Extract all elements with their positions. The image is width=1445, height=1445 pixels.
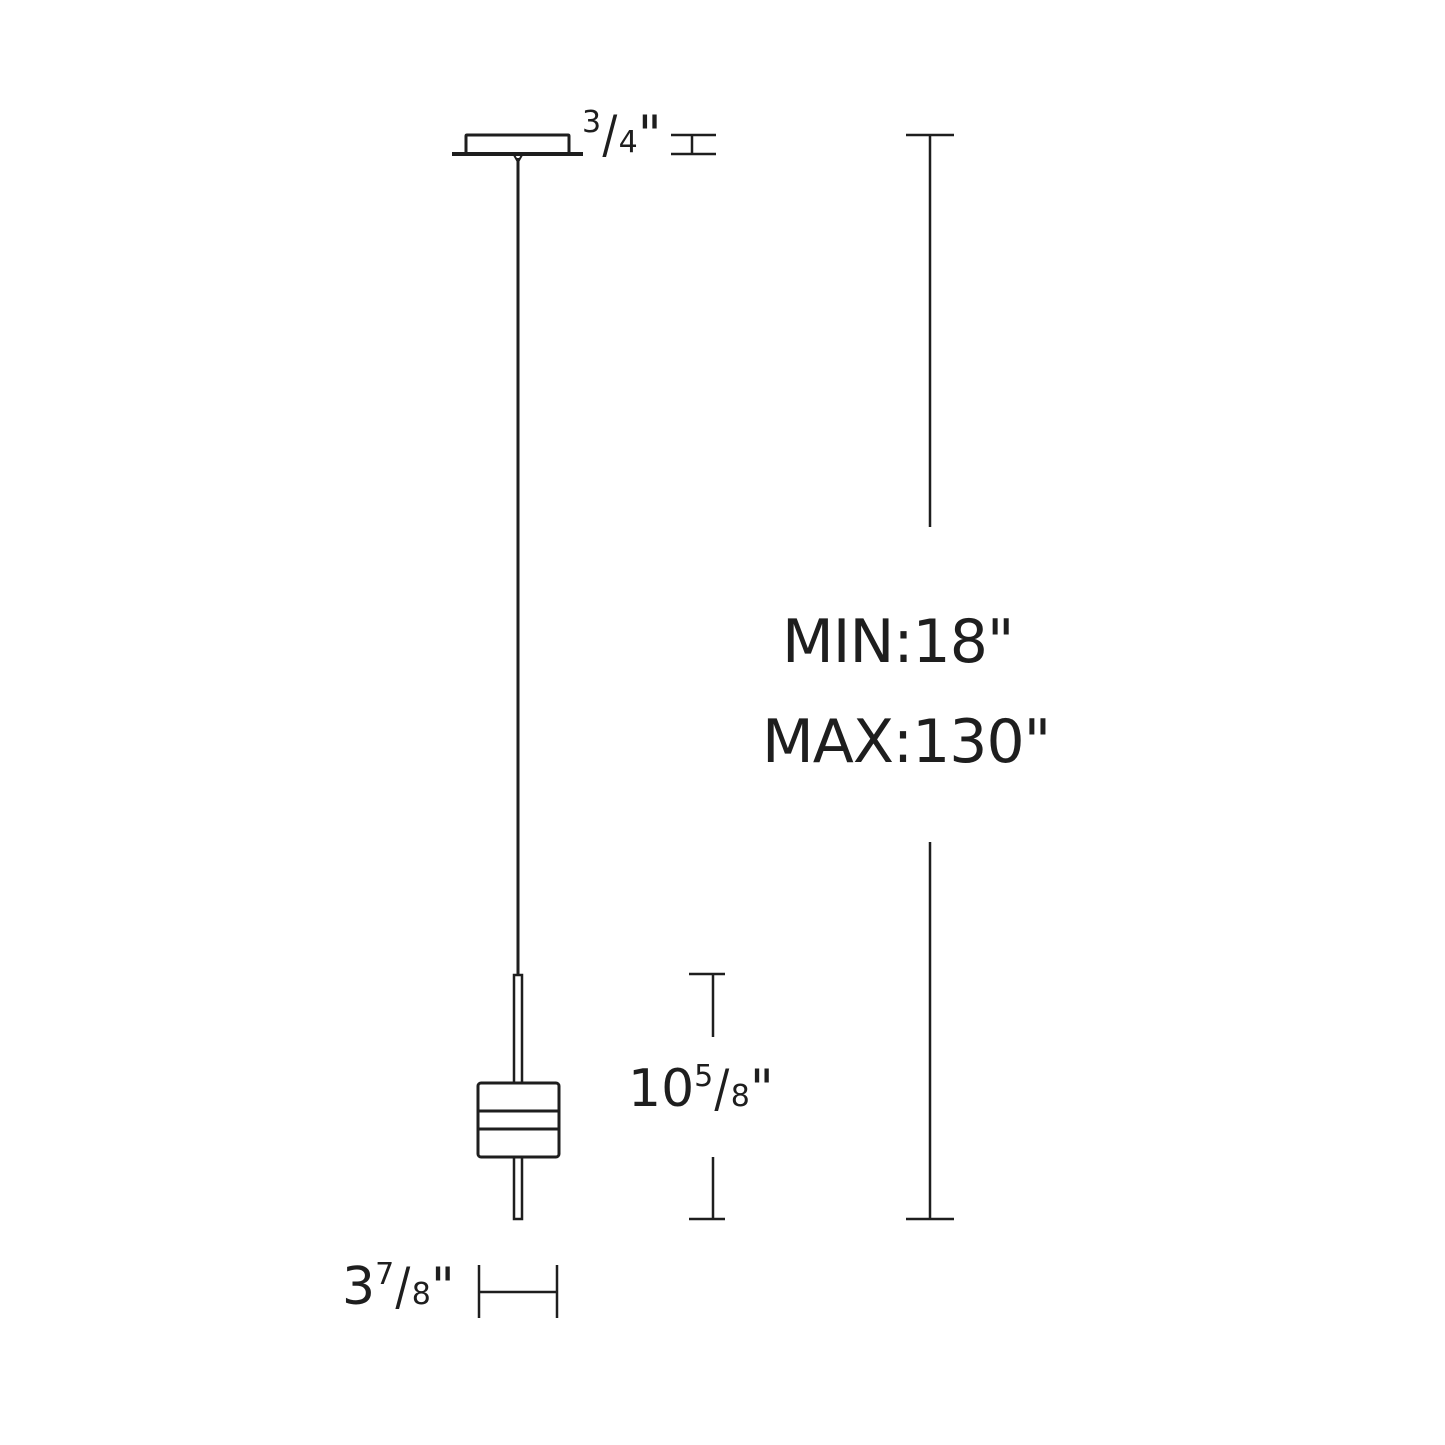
upper-rod bbox=[512, 973, 524, 1085]
min-length-label: MIN:18" bbox=[782, 607, 1015, 677]
canopy-height-label: 3/4" bbox=[582, 105, 662, 165]
inch-mark: " bbox=[430, 1257, 455, 1317]
fixture-width-label: 37/8" bbox=[342, 1257, 455, 1317]
fixture-height-marker bbox=[689, 972, 725, 1221]
fixture-width-denominator: 8 bbox=[411, 1277, 431, 1312]
canopy-height-denominator: 4 bbox=[618, 125, 638, 160]
fixture-height-whole: 10 bbox=[628, 1059, 695, 1119]
canopy-height-marker bbox=[671, 133, 716, 156]
fixture-height-denominator: 8 bbox=[730, 1079, 750, 1114]
fixture-width-marker bbox=[477, 1265, 559, 1318]
fixture-body bbox=[476, 1081, 561, 1159]
inch-mark: " bbox=[637, 105, 662, 165]
fixture-width-numerator: 7 bbox=[375, 1257, 395, 1292]
fraction-slash: / bbox=[714, 1059, 730, 1119]
fixture-height-label: 105/8" bbox=[628, 1059, 774, 1119]
overall-height-marker bbox=[906, 133, 954, 1221]
lower-rod bbox=[512, 1155, 524, 1221]
fixture-height-numerator: 5 bbox=[694, 1059, 714, 1094]
fixture-width-whole: 3 bbox=[342, 1257, 376, 1317]
fraction-slash: / bbox=[395, 1257, 411, 1317]
max-length-label: MAX:130" bbox=[762, 707, 1051, 777]
inch-mark: " bbox=[749, 1059, 774, 1119]
canopy-height-numerator: 3 bbox=[582, 105, 602, 140]
canopy bbox=[452, 133, 583, 165]
fraction-slash: / bbox=[602, 105, 618, 165]
